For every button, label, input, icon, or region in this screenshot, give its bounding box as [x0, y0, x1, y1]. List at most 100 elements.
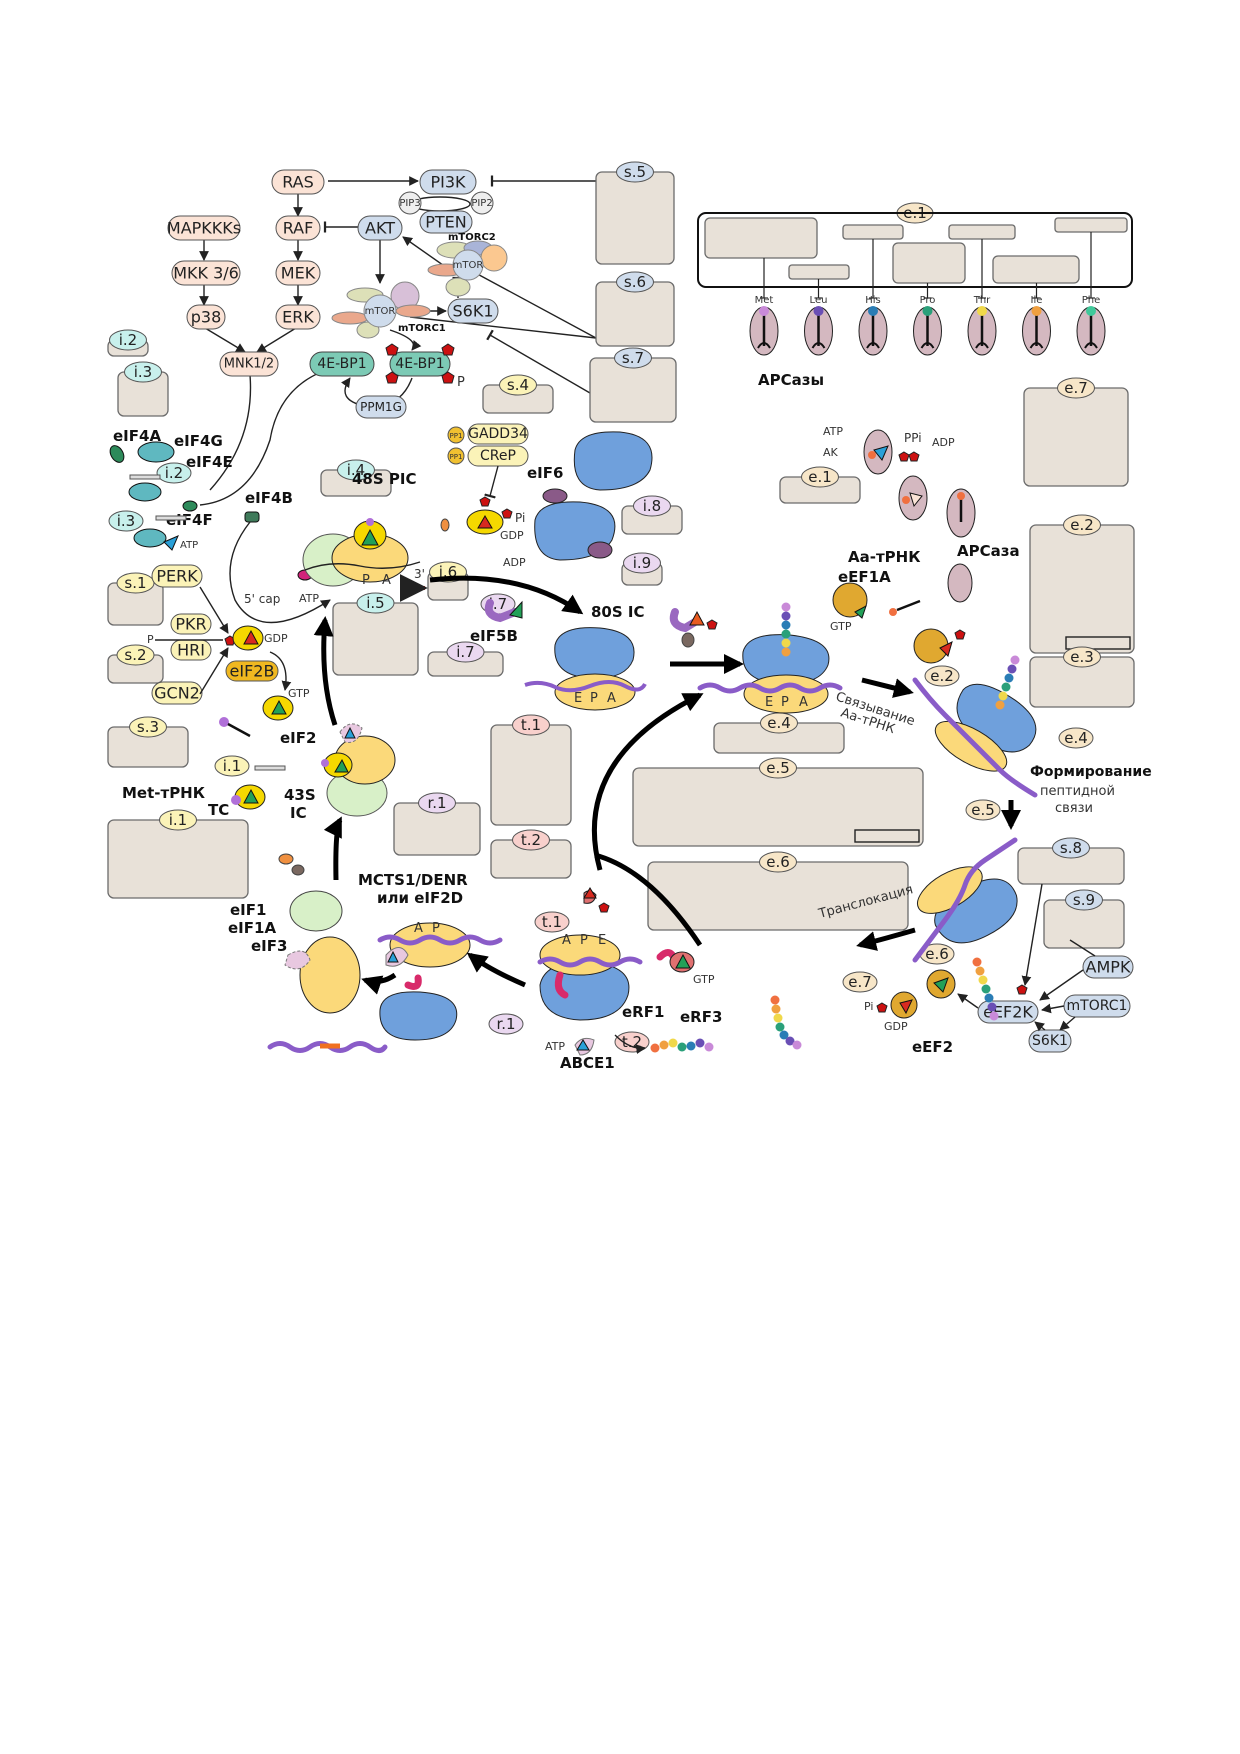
ic80s-label: 80S IC: [591, 603, 645, 621]
svg-text:i.1: i.1: [223, 757, 241, 775]
ppi-label: PPi: [904, 431, 922, 445]
nascent-peptide: [995, 655, 1020, 710]
gtp-triangle-icon: [271, 699, 287, 715]
svg-text:Leu: Leu: [810, 295, 828, 306]
mnk12-node: MNK1/2: [219, 351, 279, 377]
pic48s-label: 48S PIC: [352, 470, 416, 488]
amino-acid-bead: [695, 1038, 705, 1048]
gcn2-arrow: [199, 647, 229, 695]
peptide-release-arrow: [614, 1034, 646, 1055]
box-tag-e5: e.5: [759, 757, 797, 779]
amino-acid-icon: [868, 451, 876, 459]
svg-text:r.1: r.1: [427, 794, 446, 812]
inhibitor-box-pro: [892, 242, 966, 284]
svg-text:GCN2: GCN2: [154, 684, 200, 703]
amino-acid-bead: [781, 611, 791, 621]
eif4-to-48s-arrow: [229, 521, 331, 624]
svg-text:mTORC2: mTORC2: [448, 232, 496, 243]
nascent-peptide: [972, 957, 999, 1021]
amino-acid-bead: [771, 1004, 781, 1014]
inhibitor-box-leu: [788, 264, 850, 280]
erk-to-mnk-arrow: [256, 327, 297, 353]
svg-text:P: P: [457, 375, 465, 390]
released-peptide: [650, 1038, 714, 1053]
box-tag-i8: i.8: [633, 495, 671, 517]
aa-trna-binding-arrow: [861, 677, 914, 698]
svg-text:4E-BP1: 4E-BP1: [395, 356, 444, 372]
met-icon: [231, 795, 241, 805]
box-tag-t2: t.2: [512, 829, 550, 851]
inhibition-bar: [254, 765, 286, 771]
svg-text:RAS: RAS: [282, 173, 314, 192]
termination-small-subunit: [539, 934, 621, 976]
pi3k-node: PI3K: [419, 169, 477, 195]
p-site-label: P: [580, 933, 588, 948]
svg-text:e.1: e.1: [808, 468, 832, 486]
recycled-to-43s-arrow: [323, 816, 343, 881]
gdp-label: GDP: [500, 529, 524, 542]
gtp-triangle-icon: [361, 528, 379, 546]
svg-text:e.7: e.7: [848, 973, 872, 991]
elongating-large-subunit: [742, 634, 830, 685]
three-prime-label: 3': [414, 567, 425, 581]
nascent-peptide: [781, 602, 791, 657]
cap-label: 5' cap: [244, 592, 280, 606]
atp-label: ATP: [823, 425, 843, 438]
atp-triangle-icon: [387, 950, 399, 963]
eif2b-exchange-arrow: [269, 651, 292, 691]
svg-text:e.7: e.7: [1064, 379, 1088, 397]
erf1-label: eRF1: [622, 1003, 664, 1021]
svg-text:MNK1/2: MNK1/2: [224, 357, 274, 372]
box-tag-s2: s.2: [116, 644, 155, 666]
svg-text:Thr: Thr: [973, 295, 991, 306]
tag-r1: r.1: [488, 1013, 524, 1035]
svg-text:i.7: i.7: [489, 595, 507, 613]
abce1-bound-shape: [385, 947, 409, 967]
svg-text:t.1: t.1: [542, 913, 562, 931]
annotation-box-e5: e.5: [632, 757, 924, 847]
mtorc1-node: mTORC1: [1063, 994, 1131, 1018]
svg-text:r.1: r.1: [496, 1015, 515, 1033]
pip3-node: PIP3: [398, 191, 422, 215]
4ebp1-to-eif4e: [199, 365, 341, 506]
svg-text:GADD34: GADD34: [468, 426, 528, 442]
amino-acid-bead: [781, 629, 791, 639]
met-icon: [219, 717, 229, 727]
e-site-label: E: [598, 933, 606, 948]
pi-label: Pi: [515, 511, 525, 525]
svg-text:s.9: s.9: [1073, 891, 1095, 909]
svg-text:MAPKKKs: MAPKKKs: [167, 219, 241, 238]
phosphate-icon: [441, 371, 455, 384]
termination-entry-arrow: [594, 852, 703, 947]
amino-acid-bead: [1004, 673, 1014, 683]
box-tag-i3: i.3: [124, 361, 162, 383]
large-subunit-recycled: [379, 991, 458, 1041]
annotation-box-i5: i.5: [332, 592, 419, 676]
svg-text:s.8: s.8: [1060, 839, 1082, 857]
svg-text:e.3: e.3: [1070, 648, 1094, 666]
atp-label: ATP: [299, 592, 319, 605]
atp-triangle-icon: [344, 726, 356, 739]
svg-text:PTEN: PTEN: [425, 213, 467, 232]
amino-acid-icon: [759, 306, 769, 316]
erf1-released-shape: [404, 974, 422, 990]
a-site-label: A: [562, 933, 571, 948]
eif6-label: eIF6: [527, 464, 563, 482]
gtp-label: GTP: [830, 620, 852, 633]
svg-text:MEK: MEK: [281, 264, 316, 283]
amino-acid-bead: [792, 1040, 802, 1050]
43s-to-48s-arrow: [313, 616, 338, 726]
gtp-triangle-icon: [675, 953, 691, 969]
met-trna-label: Met-тРНК: [122, 784, 206, 802]
svg-text:p38: p38: [191, 308, 222, 327]
akt-node: AKT: [357, 215, 403, 241]
arsase-pro: Pro: [913, 283, 942, 356]
pi-icon: [706, 619, 718, 630]
phosphate-icon: [385, 343, 399, 356]
eif1a-released-shape: [681, 632, 695, 648]
box-tag-e3: e.3: [1063, 646, 1101, 668]
tag-e2: e.2: [924, 665, 960, 687]
pip2-node: PIP2: [470, 191, 494, 215]
annotation-box-e7: e.7: [1023, 377, 1129, 487]
inhibitor-box-thr: [948, 224, 1016, 240]
